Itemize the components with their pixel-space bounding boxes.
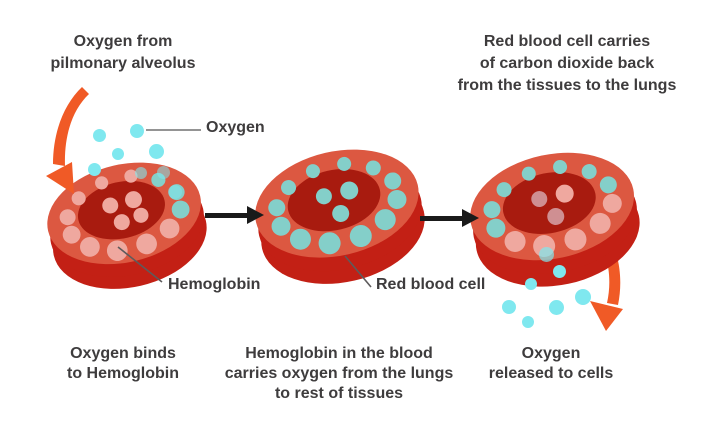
heading-line: from the tissues to the lungs — [457, 77, 677, 94]
arrow-head-icon — [247, 206, 264, 224]
oxygen-molecule-dot — [112, 148, 124, 160]
heading-oxygen-from-alveolus: Oxygen from pilmonary alveolus — [51, 31, 196, 75]
heading-line: pilmonary alveolus — [50, 55, 196, 72]
oxygen-molecule-dot — [92, 128, 106, 142]
caption-line: to Hemoglobin — [67, 365, 179, 382]
oxygen-molecule-dot — [575, 289, 591, 305]
arrow-head-icon — [462, 209, 479, 227]
oxygen-label: Oxygen — [206, 119, 265, 136]
heading-co2-back-to-lungs: Red blood cell carries of carbon dioxide… — [458, 31, 677, 97]
heading-line: of carbon dioxide back — [479, 55, 655, 72]
arrow-shaft — [420, 215, 462, 221]
arrow-shaft — [205, 212, 247, 218]
heading-line: Oxygen from — [73, 33, 173, 50]
oxygen-molecule-dot — [522, 316, 534, 328]
caption-line: carries oxygen from the lungs — [224, 365, 454, 382]
caption-line: Hemoglobin in the blood — [245, 345, 433, 362]
red-blood-cell-2 — [240, 133, 441, 301]
caption-line: Oxygen binds — [70, 345, 176, 362]
red-blood-cell-label: Red blood cell — [376, 276, 486, 293]
caption-line: released to cells — [488, 365, 614, 382]
caption-hemoglobin-carries: Hemoglobin in the blood carries oxygen f… — [225, 344, 454, 404]
heading-line: Red blood cell carries — [483, 33, 651, 50]
red-blood-cell-3 — [456, 137, 656, 303]
arrow-shaft — [53, 87, 89, 166]
arrow-head-icon — [590, 301, 623, 331]
red-blood-cell-1 — [33, 147, 222, 305]
step-arrow-1 — [205, 206, 264, 224]
step-arrow-2 — [420, 209, 479, 227]
oxygen-molecule-dot — [502, 300, 516, 314]
caption-oxygen-released: Oxygen released to cells — [489, 344, 614, 384]
caption-line: Oxygen — [521, 345, 581, 362]
oxygen-molecule-dot — [548, 299, 564, 315]
caption-oxygen-binds: Oxygen binds to Hemoglobin — [67, 344, 179, 384]
caption-line: to rest of tissues — [274, 385, 404, 402]
oxygen-molecule-dot — [130, 124, 144, 138]
hemoglobin-label: Hemoglobin — [168, 276, 261, 293]
